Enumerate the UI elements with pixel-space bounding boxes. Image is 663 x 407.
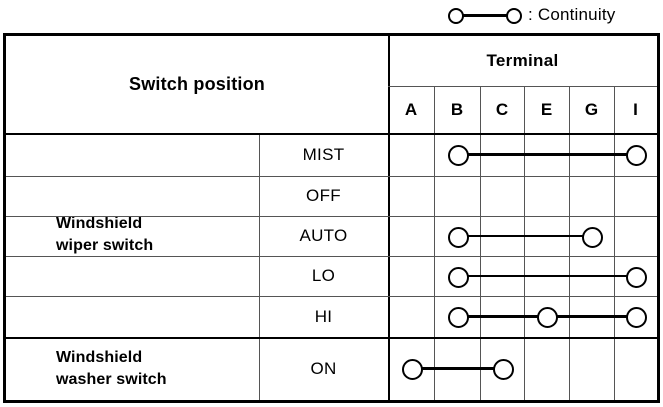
group-label-line1: Windshield (56, 215, 143, 233)
grid-hline (6, 256, 657, 257)
header-terminal: Terminal (486, 51, 559, 70)
continuity-dot-auto-B (447, 226, 469, 248)
group-label-wiper-switch: Windshield wiper switch (6, 133, 259, 337)
continuity-dot-hi-I (626, 307, 647, 328)
continuity-dot-on-C (492, 359, 514, 380)
grid-hline (6, 337, 657, 339)
header-terminal-E: E (540, 99, 553, 119)
grid-vline (614, 86, 615, 400)
continuity-dot-on-A (401, 359, 423, 380)
header-terminal-G: G (584, 99, 599, 119)
grid-vline (524, 86, 525, 400)
switch-position-off: OFF (306, 186, 341, 205)
switch-position-lo: LO (311, 266, 336, 285)
continuity-symbol-icon (448, 5, 522, 25)
grid-vline (259, 133, 260, 400)
header-terminal-A: A (404, 99, 418, 119)
group-label-line1: Windshield (56, 348, 143, 366)
header-switch-position: Switch position (129, 74, 265, 94)
grid-vline (480, 86, 481, 400)
continuity-line-on (411, 367, 502, 370)
group-label-line2: washer switch (56, 370, 167, 388)
continuity-dot-hi-E (537, 307, 558, 328)
continuity-dot-hi-B (447, 307, 469, 328)
header-terminal-B: B (450, 99, 464, 119)
grid-vline (569, 86, 570, 400)
continuity-dot-mist-B (447, 145, 469, 166)
grid-hline (6, 296, 657, 297)
group-label-line2: wiper switch (56, 237, 154, 254)
grid-hline (388, 86, 657, 87)
continuity-dot-mist-I (626, 145, 647, 166)
continuity-legend: : Continuity (448, 2, 615, 28)
continuity-line-mist (457, 153, 636, 156)
continuity-line-lo (457, 274, 636, 278)
continuity-dot-auto-G (582, 226, 603, 248)
grid-vline (388, 36, 390, 400)
switch-position-mist: MIST (302, 144, 345, 164)
grid-hline (6, 133, 657, 135)
legend-label: : Continuity (528, 5, 616, 24)
continuity-dot-lo-I (626, 266, 647, 288)
header-terminal-C: C (495, 99, 509, 119)
continuity-dot-lo-B (447, 266, 469, 288)
grid-vline (434, 86, 435, 400)
continuity-line-auto (457, 234, 592, 238)
switch-position-auto: AUTO (299, 226, 348, 245)
switch-position-on: ON (310, 358, 337, 378)
grid-hline (6, 216, 657, 217)
grid-hline (6, 176, 657, 177)
header-terminal-I: I (633, 99, 638, 119)
switch-position-hi: HI (314, 306, 333, 326)
group-label-washer-switch: Windshield washer switch (6, 337, 259, 400)
